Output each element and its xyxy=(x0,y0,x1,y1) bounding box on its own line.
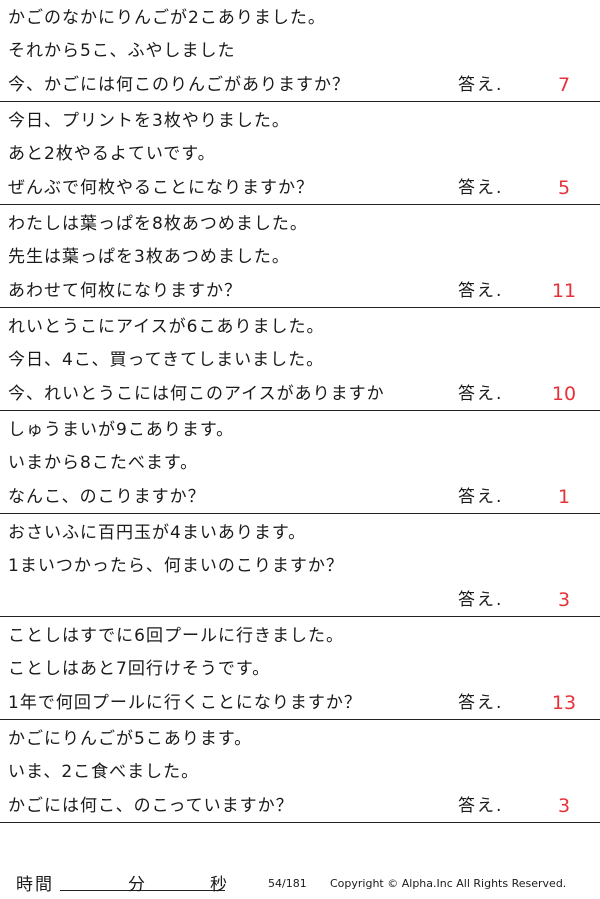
problem-text-line: ことしはあと7回行けそうです。 xyxy=(8,659,271,679)
copyright-text: Copyright © Alpha.Inc All Rights Reserve… xyxy=(330,877,567,890)
answer-value: 13 xyxy=(551,692,577,714)
divider-line xyxy=(0,410,600,411)
problem-text-line: ぜんぶで何枚やることになりますか？ xyxy=(8,178,314,198)
answer-value: 11 xyxy=(551,280,577,302)
answer-label: 答え. xyxy=(458,281,504,301)
answer-label: 答え. xyxy=(458,384,504,404)
problem-text-line: いま、2こ食べました。 xyxy=(8,762,200,782)
problem-text-line: おさいふに百円玉が4まいあります。 xyxy=(8,523,307,543)
problem-text-line: あと2枚やるよていです。 xyxy=(8,144,216,164)
divider-line xyxy=(0,204,600,205)
problem-text-line: 今、れいとうこには何このアイスがありますか xyxy=(8,384,385,404)
problem-text-line: いまから8こたべます。 xyxy=(8,453,199,473)
footer: 時間 分 秒 54/181 Copyright © Alpha.Inc All … xyxy=(0,866,600,896)
problem-5: しゅうまいが9こあります。いまから8こたべます。なんこ、のこりますか？ 答え. 1 xyxy=(0,412,600,515)
divider-line xyxy=(0,719,600,720)
answer-label: 答え. xyxy=(458,75,504,95)
answer-label: 答え. xyxy=(458,796,504,816)
problem-text-line: なんこ、のこりますか？ xyxy=(8,487,206,507)
divider-line xyxy=(0,307,600,308)
problem-6: おさいふに百円玉が4まいあります。 1まいつかったら、何まいのこりますか？ 答え. 3 xyxy=(0,515,600,618)
problem-text-line: れいとうこにアイスが6こありました。 xyxy=(8,317,325,337)
problem-text-line: 今、かごには何このりんごがありますか？ xyxy=(8,75,350,95)
divider-line xyxy=(0,616,600,617)
problem-text-line: しゅうまいが9こあります。 xyxy=(8,420,235,440)
divider-line xyxy=(0,822,600,823)
seconds-label: 秒 xyxy=(210,875,227,895)
answer-value: 10 xyxy=(551,383,577,405)
page-number: 54/181 xyxy=(268,877,307,890)
problem-text-line: 今日、4こ、買ってきてしまいました。 xyxy=(8,350,325,370)
problem-text-line: 今日、プリントを3枚やりました。 xyxy=(8,111,290,131)
time-blank-line xyxy=(60,890,225,891)
problem-3: わたしは葉っぱを8枚あつめました。先生は葉っぱを3枚あつめました。あわせて何枚に… xyxy=(0,206,600,309)
answer-label: 答え. xyxy=(458,693,504,713)
time-label: 時間 xyxy=(16,875,54,895)
problem-text-line: わたしは葉っぱを8枚あつめました。 xyxy=(8,214,308,234)
answer-value: 5 xyxy=(557,177,571,199)
divider-line xyxy=(0,513,600,514)
problem-text-line: かごのなかにりんごが2こありました。 xyxy=(8,8,326,28)
answer-value: 3 xyxy=(557,589,571,611)
problem-text-line: ことしはすでに6回プールに行きました。 xyxy=(8,626,344,646)
problem-text-line: それから5こ、ふやしました xyxy=(8,41,236,61)
divider-line xyxy=(0,101,600,102)
problem-8: かごにりんごが5こあります。いま、2こ食べました。かごには何こ、のこっていますか… xyxy=(0,721,600,824)
problem-7: ことしはすでに6回プールに行きました。ことしはあと7回行けそうです。 1年で何回プ… xyxy=(0,618,600,721)
problem-1: かごのなかにりんごが2こありました。それから5こ、ふやしました今、かごには何この… xyxy=(0,0,600,103)
answer-value: 3 xyxy=(557,795,571,817)
answer-label: 答え. xyxy=(458,487,504,507)
answer-label: 答え. xyxy=(458,178,504,198)
answer-value: 7 xyxy=(557,74,571,96)
minutes-label: 分 xyxy=(128,875,145,895)
problem-text-line: 1年で何回プールに行くことになりますか？ xyxy=(8,693,362,713)
problem-4: れいとうこにアイスが6こありました。今日、4こ、買ってきてしまいました。今、れい… xyxy=(0,309,600,412)
problem-text-line: 先生は葉っぱを3枚あつめました。 xyxy=(8,247,290,267)
problem-text-line: 1まいつかったら、何まいのこりますか？ xyxy=(8,556,344,576)
answer-value: 1 xyxy=(557,486,571,508)
problem-text-line: かごには何こ、のこっていますか？ xyxy=(8,796,294,816)
problem-2: 今日、プリントを3枚やりました。あと2枚やるよていです。ぜんぶで何枚やることにな… xyxy=(0,103,600,206)
answer-label: 答え. xyxy=(458,590,504,610)
problem-text-line: かごにりんごが5こあります。 xyxy=(8,729,253,749)
problem-text-line: あわせて何枚になりますか？ xyxy=(8,281,242,301)
